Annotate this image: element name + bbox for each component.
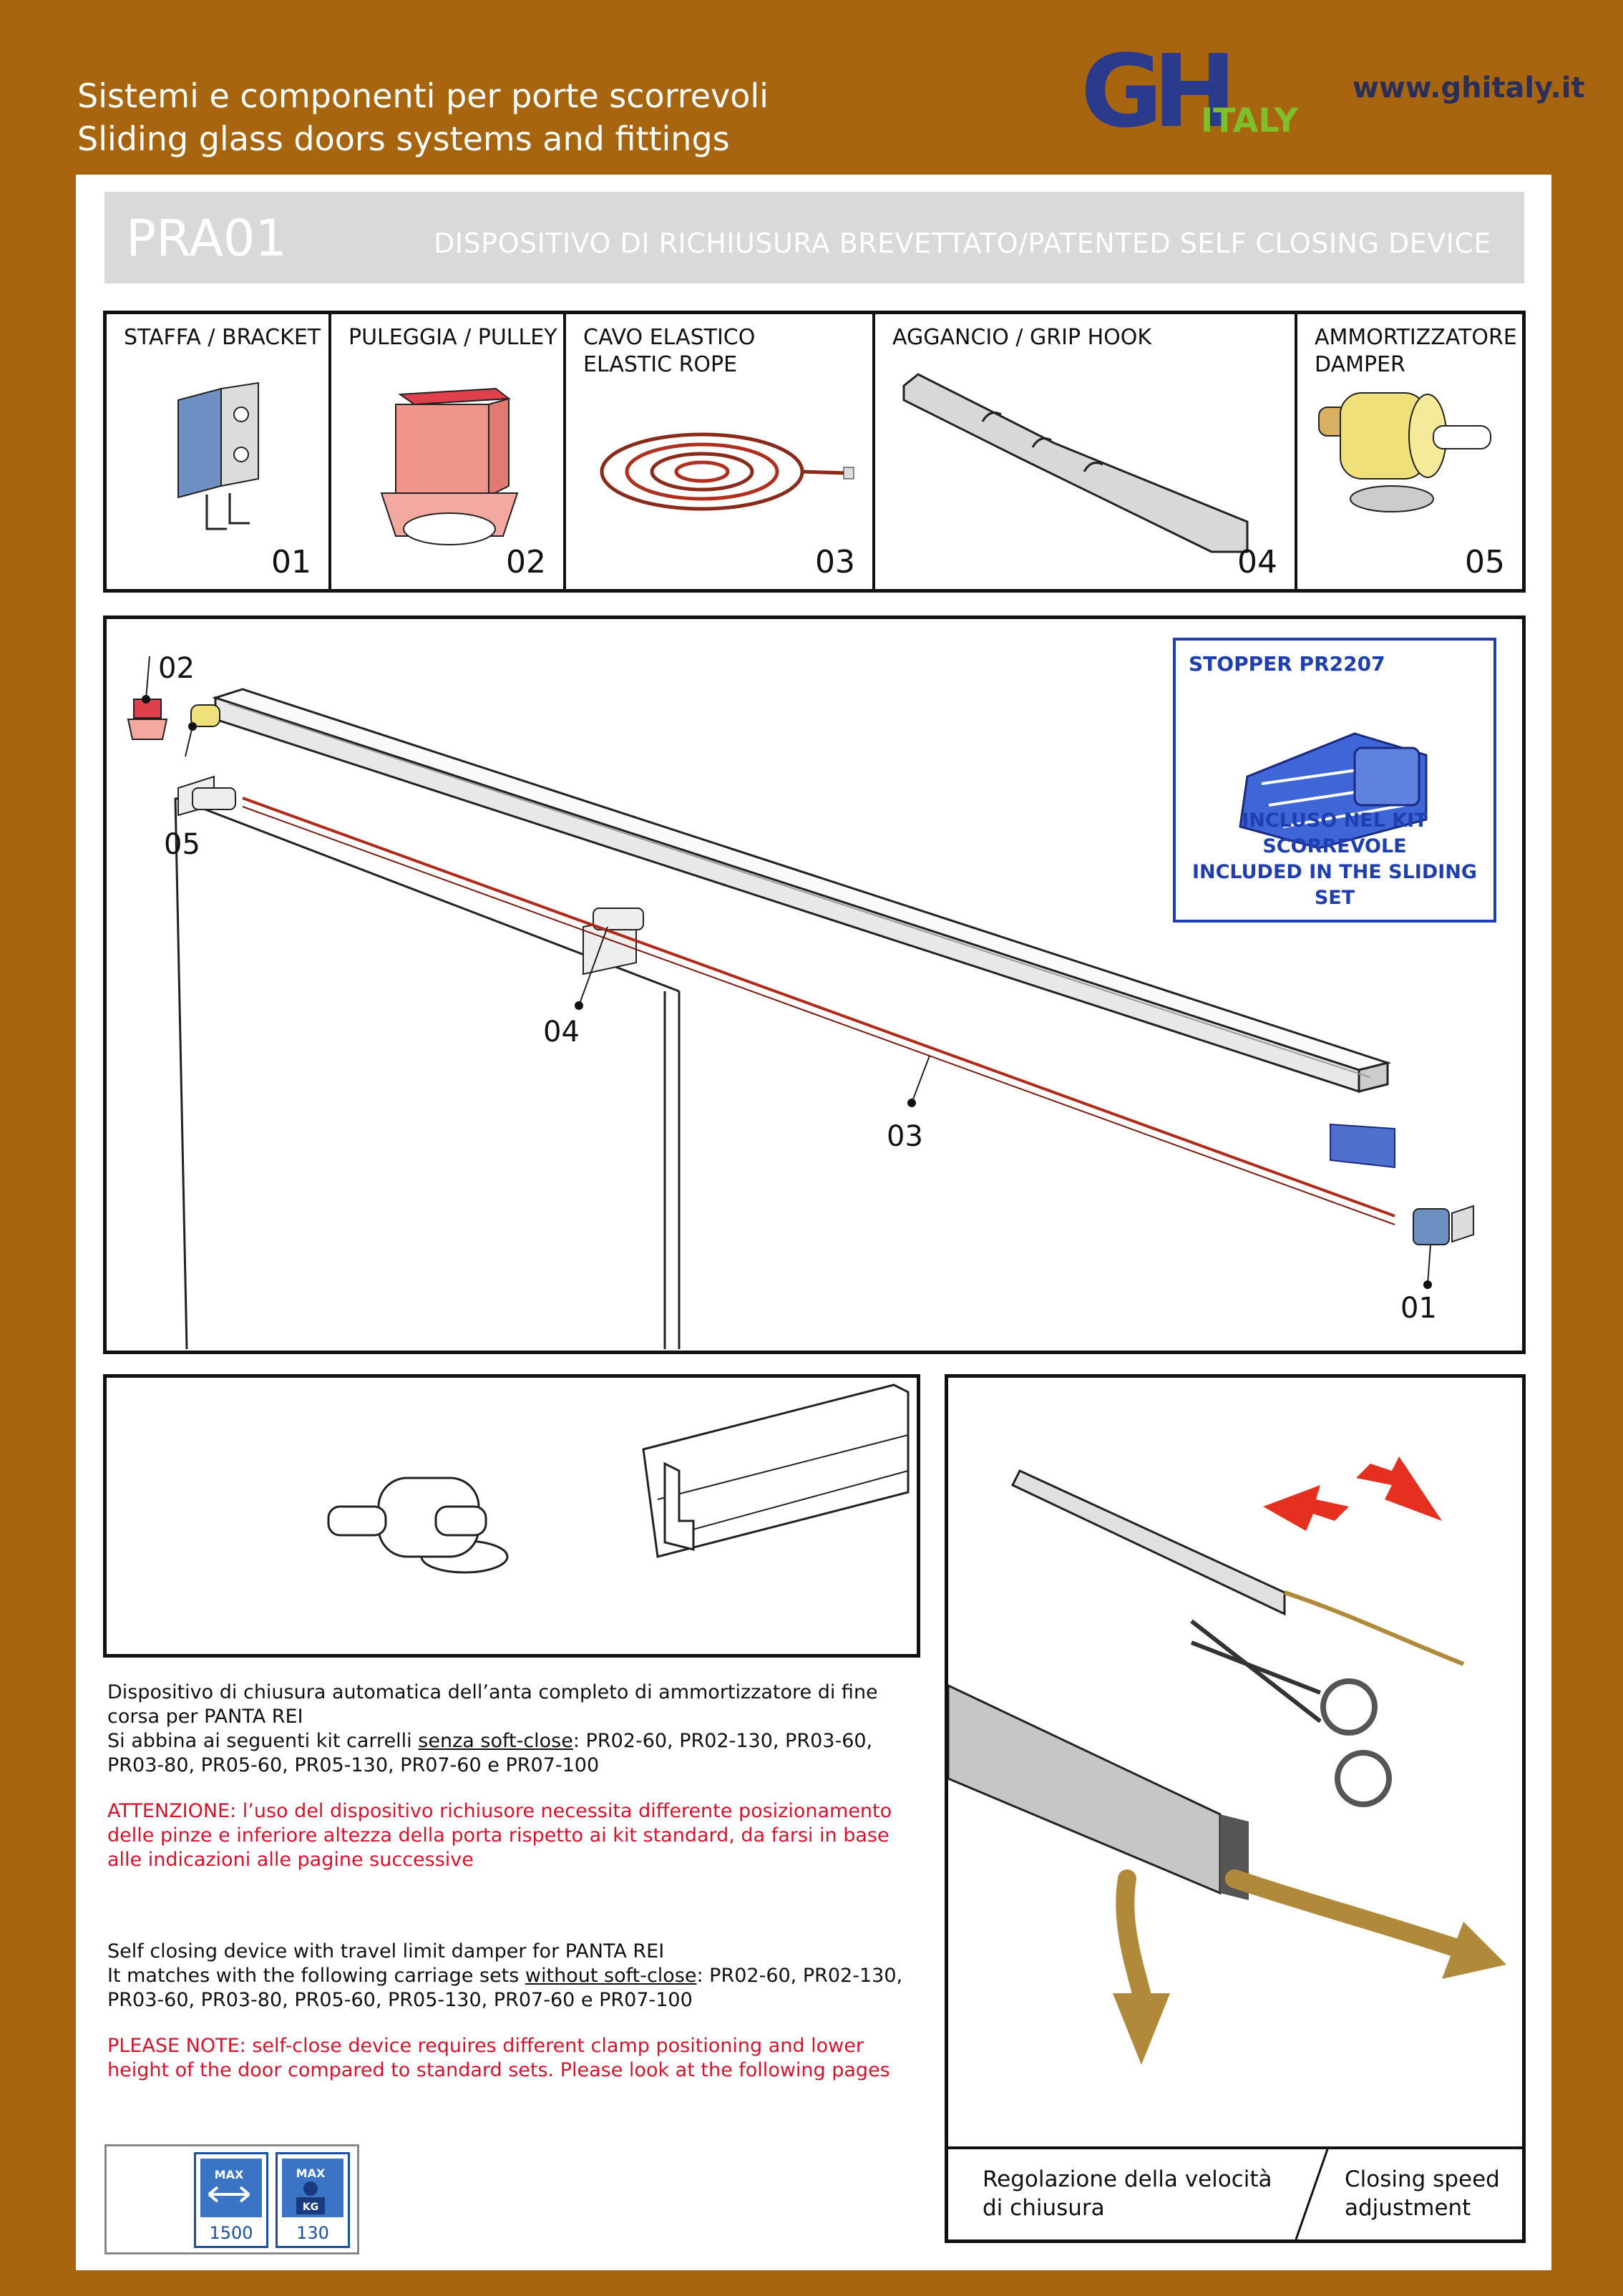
stopper-inset: STOPPER PR2207 INCLUSO NEL KIT SCORREVOL… <box>1173 638 1496 923</box>
bracket-icon <box>177 381 259 530</box>
callout-grip-hook: 04 <box>543 1016 580 1049</box>
svg-text:MAX: MAX <box>215 2168 244 2181</box>
warning-italian: ATTENZIONE: l’uso del dispositivo richiu… <box>107 1800 892 1871</box>
max-width-badge: MAX 1500 <box>194 2152 268 2248</box>
part-number: 05 <box>1465 544 1505 580</box>
grip-hook-icon <box>902 373 1249 553</box>
rope-coil-icon <box>600 432 854 511</box>
svg-text:MAX: MAX <box>296 2166 326 2180</box>
description-english: Self closing device with travel limit da… <box>107 1940 916 2013</box>
part-number: 04 <box>1237 544 1277 580</box>
part-number: 01 <box>271 544 311 580</box>
adjustment-caption: Regolazione della velocità di chiusura C… <box>948 2146 1522 2239</box>
pulley-icon <box>380 387 519 545</box>
damper-detail-drawing <box>327 1383 910 1574</box>
callout-elastic-rope: 03 <box>887 1120 923 1153</box>
spec-badges: MAX 1500 MAX KG 130 <box>104 2144 359 2254</box>
description-italian: Dispositivo di chiusura automatica dell’… <box>107 1680 916 1778</box>
max-width-value: 1500 <box>209 2223 253 2243</box>
tagline-english: Sliding glass doors systems and fittings <box>77 120 730 158</box>
parts-list: STAFFA / BRACKET 01 PULEGGIA / PULLEY 02 <box>103 311 1526 593</box>
damper-detail-panel <box>103 1374 920 1658</box>
callout-damper: 05 <box>164 828 200 861</box>
max-weight-badge: MAX KG 130 <box>276 2152 350 2248</box>
caption-english: Closing speed adjustment <box>1345 2166 1500 2221</box>
part-label: PULEGGIA / PULLEY <box>349 325 557 350</box>
speed-adjustment-panel: Regolazione della velocità di chiusura C… <box>945 1374 1526 2243</box>
part-grip-hook: AGGANCIO / GRIP HOOK 04 <box>875 314 1297 589</box>
callout-pulley: 02 <box>158 652 195 685</box>
part-elastic-rope: CAVO ELASTICO ELASTIC ROPE 03 <box>566 314 875 589</box>
callout-bracket: 01 <box>1400 1292 1437 1325</box>
part-damper: AMMORTIZZATORE DAMPER 05 <box>1297 314 1522 589</box>
max-weight-value: 130 <box>296 2223 329 2243</box>
assembly-drawing <box>127 656 1474 1350</box>
part-label: STAFFA / BRACKET <box>124 325 321 350</box>
ghitaly-logo: GH ITALY <box>1081 42 1299 142</box>
part-bracket: STAFFA / BRACKET 01 <box>107 314 331 589</box>
header-tagline: Sistemi e componenti per porte scorrevol… <box>77 74 769 160</box>
damper-icon <box>1318 392 1491 512</box>
warning-english: PLEASE NOTE: self-close device requires … <box>107 2035 890 2081</box>
part-number: 02 <box>506 544 546 580</box>
desc-it-line2: Si abbina ai seguenti kit carrelli senza… <box>107 1730 873 1776</box>
product-description: DISPOSITIVO DI RICHIUSURA BREVETTATO/PAT… <box>434 228 1491 259</box>
assembly-diagram: 02 05 04 03 01 STOPPER PR2207 INCLUSO NE… <box>103 616 1526 1354</box>
stopper-title: STOPPER PR2207 <box>1189 652 1385 676</box>
desc-en-line2: It matches with the following carriage s… <box>107 1965 903 2011</box>
part-number: 03 <box>815 544 855 580</box>
part-label: CAVO ELASTICO ELASTIC ROPE <box>583 325 756 377</box>
adjustment-drawing <box>947 1456 1506 2065</box>
website-link[interactable]: www.ghitaly.it <box>1352 72 1585 104</box>
desc-en-line1: Self closing device with travel limit da… <box>107 1940 665 1962</box>
svg-text:GH: GH <box>1081 42 1228 142</box>
weight-icon: MAX KG <box>282 2159 343 2217</box>
caption-italian: Regolazione della velocità di chiusura <box>983 2166 1272 2221</box>
product-sheet: PRA01 DISPOSITIVO DI RICHIUSURA BREVETTA… <box>76 175 1551 2270</box>
width-arrows-icon: MAX <box>200 2159 262 2217</box>
product-code: PRA01 <box>126 209 287 268</box>
stopper-note-it: INCLUSO NEL KIT SCORREVOLE <box>1242 809 1428 857</box>
stopper-note: INCLUSO NEL KIT SCORREVOLE INCLUDED IN T… <box>1176 808 1493 911</box>
part-label: AGGANCIO / GRIP HOOK <box>892 325 1152 350</box>
tagline-italian: Sistemi e componenti per porte scorrevol… <box>77 77 769 115</box>
desc-it-line1: Dispositivo di chiusura automatica dell’… <box>107 1681 878 1728</box>
stopper-icon <box>1239 732 1428 850</box>
svg-text:ITALY: ITALY <box>1201 101 1299 140</box>
title-bar: PRA01 DISPOSITIVO DI RICHIUSURA BREVETTA… <box>104 192 1524 283</box>
svg-text:KG: KG <box>303 2202 318 2213</box>
part-label: AMMORTIZZATORE DAMPER <box>1315 325 1517 377</box>
part-pulley: PULEGGIA / PULLEY 02 <box>331 314 566 589</box>
stopper-note-en: INCLUDED IN THE SLIDING SET <box>1191 861 1478 909</box>
